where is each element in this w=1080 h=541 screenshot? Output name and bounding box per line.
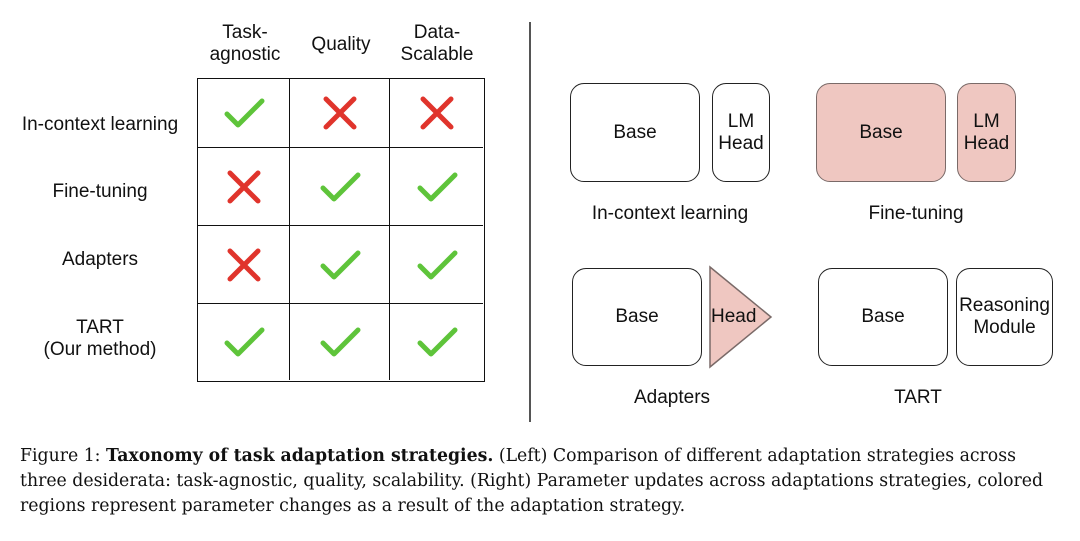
checkmark-icon <box>417 172 457 201</box>
ft-lm-head-box: LM Head <box>957 83 1016 182</box>
figure-caption: Figure 1: Taxonomy of task adaptation st… <box>20 444 1060 519</box>
adapters-head-triangle <box>709 265 773 369</box>
checkmark-icon <box>417 327 457 357</box>
row-header-fine-tuning: Fine-tuning <box>52 181 148 202</box>
adapters-base-box: Base <box>572 268 702 366</box>
row-header-in-context-learning: In-context learning <box>21 114 179 135</box>
tart-label: TART <box>894 387 942 408</box>
tart-base-box: Base <box>818 268 948 366</box>
column-header-data-scalable: Data- Scalable <box>400 22 474 65</box>
cell-check <box>290 226 390 304</box>
checkmark-icon <box>224 327 264 357</box>
caption-text: (Left) Comparison of different adaptatio… <box>20 446 1044 516</box>
cell-check <box>290 148 390 226</box>
cell-check <box>198 79 290 148</box>
cell-cross <box>290 79 390 148</box>
checkmark-icon <box>320 250 360 279</box>
row-header-adapters: Adapters <box>61 249 139 270</box>
icl-base-box: Base <box>570 83 700 182</box>
cross-icon <box>323 96 356 130</box>
caption-prefix: Figure 1: <box>20 446 107 466</box>
cell-cross <box>198 226 290 304</box>
cell-cross <box>390 79 483 148</box>
comparison-grid <box>197 78 485 382</box>
checkmark-icon <box>320 172 360 201</box>
cell-check <box>390 226 483 304</box>
icl-lm-head-box: LM Head <box>712 83 770 182</box>
cross-icon <box>420 96 453 130</box>
cell-check <box>290 304 390 380</box>
ft-base-box: Base <box>816 83 946 182</box>
ft-label: Fine-tuning <box>868 203 964 224</box>
caption-bold-title: Taxonomy of task adaptation strategies. <box>106 446 494 466</box>
column-header-quality: Quality <box>311 34 371 55</box>
vertical-divider <box>529 22 531 422</box>
adapters-label: Adapters <box>633 387 711 408</box>
cell-cross <box>198 148 290 226</box>
checkmark-icon <box>417 250 457 279</box>
cell-check <box>390 148 483 226</box>
cross-icon <box>227 248 260 281</box>
adapters-head-label: Head <box>711 306 757 327</box>
row-header-tart: TART (Our method) <box>43 317 157 360</box>
icl-label: In-context learning <box>591 203 749 224</box>
cell-check <box>198 304 290 380</box>
checkmark-icon <box>224 98 264 128</box>
checkmark-icon <box>320 327 360 357</box>
cross-icon <box>227 170 260 203</box>
column-header-task-agnostic: Task- agnostic <box>209 22 281 65</box>
cell-check <box>390 304 483 380</box>
tart-reasoning-module-box: Reasoning Module <box>956 268 1053 366</box>
